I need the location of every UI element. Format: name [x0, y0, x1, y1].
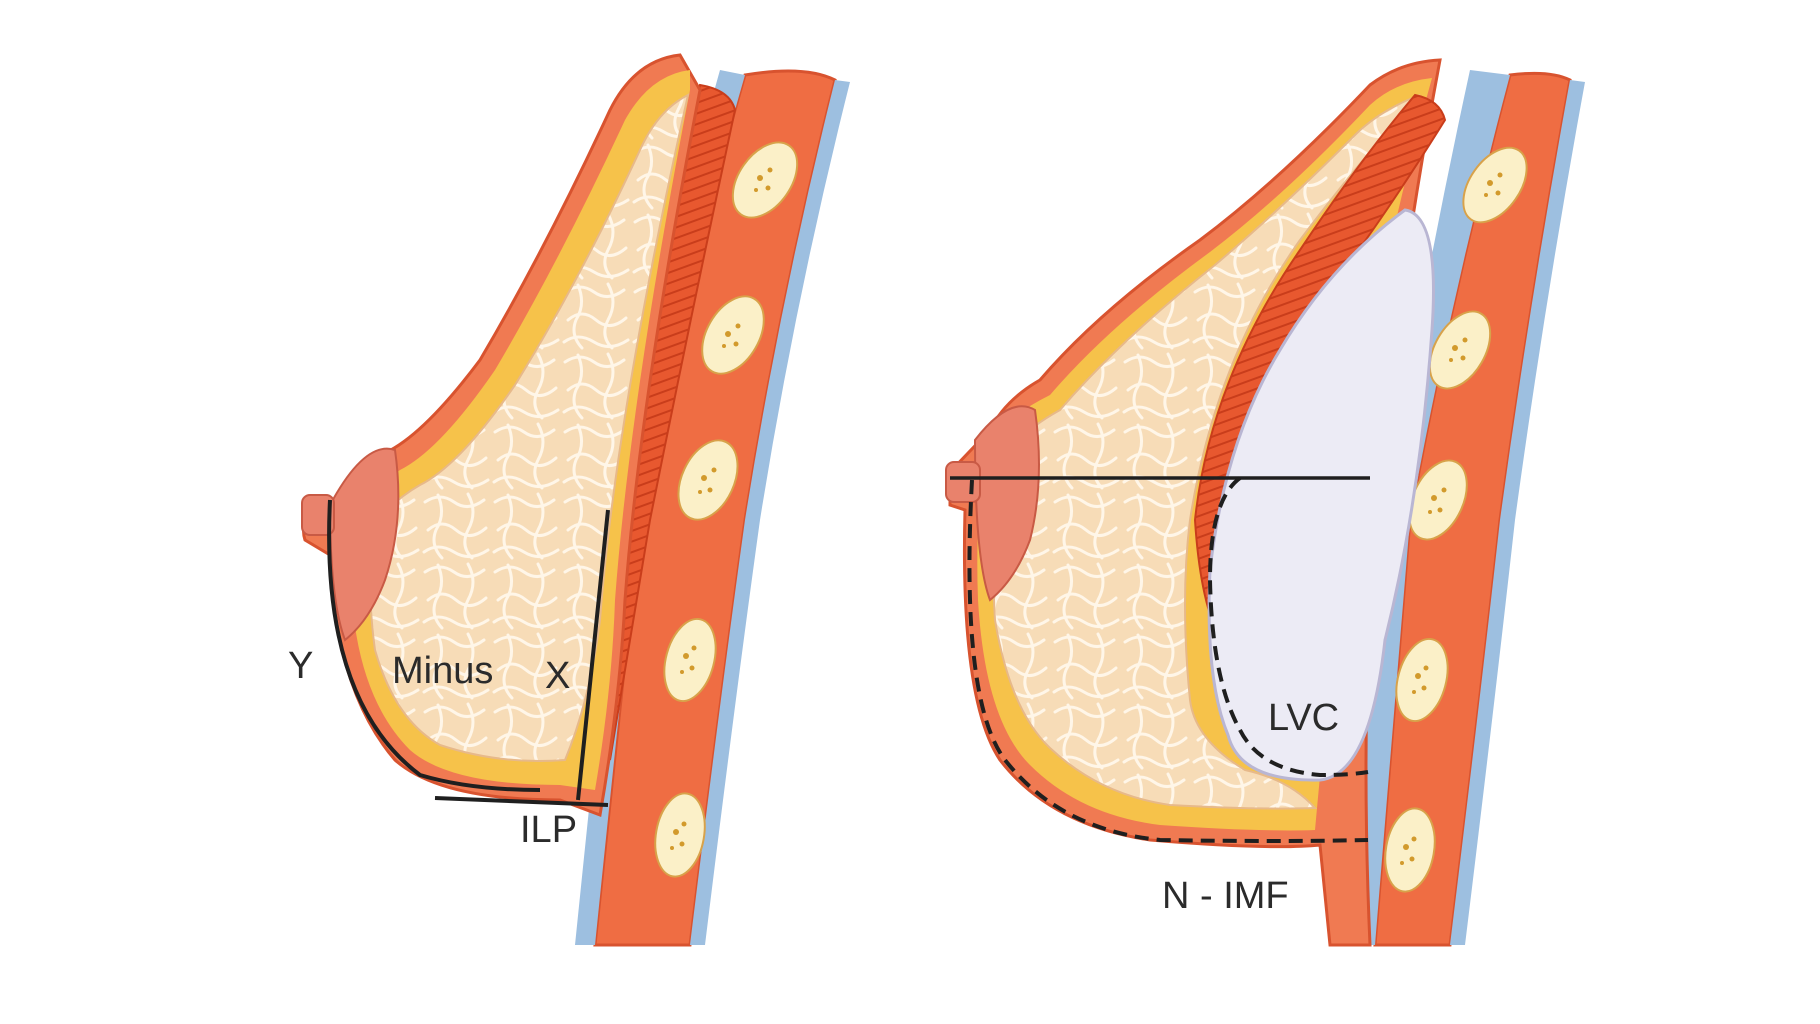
right-chest-wall-fascia — [1345, 70, 1510, 945]
left-curve-y-line — [327, 499, 541, 792]
right-implant-dashed-line — [1207, 476, 1369, 778]
rib-icon — [1384, 807, 1436, 893]
rib-icon — [654, 792, 706, 878]
rib-icon — [677, 439, 739, 521]
right-breast-gland — [992, 94, 1421, 810]
left-line-x — [576, 509, 610, 801]
rib-icon — [1428, 310, 1492, 390]
rib-icon — [701, 295, 765, 375]
left-diagram: Y Minus X ILP — [288, 53, 850, 947]
left-line-ilp — [434, 796, 609, 807]
label-x: X — [545, 655, 570, 697]
left-nipple — [301, 494, 335, 536]
left-chest-wall-fascia-outer — [690, 80, 850, 945]
right-implant — [1207, 208, 1435, 782]
label-minus: Minus — [392, 650, 493, 692]
rib-icon — [1462, 146, 1528, 224]
right-ribs — [1384, 146, 1528, 893]
label-y: Y — [288, 645, 313, 687]
label-ilp: ILP — [520, 809, 577, 851]
left-ribs — [654, 141, 799, 878]
left-areola — [328, 447, 400, 642]
right-areola — [973, 405, 1040, 602]
rib-icon — [1395, 637, 1449, 723]
right-diagram: LVC N - IMF — [945, 58, 1585, 947]
label-n-imf: N - IMF — [1162, 875, 1289, 917]
right-skin-dashed-line — [967, 479, 1369, 843]
left-chest-wall-fascia — [575, 70, 745, 945]
rib-icon — [663, 617, 717, 703]
right-chest-wall-fascia-outer — [1450, 80, 1585, 945]
left-breast-gland — [368, 93, 690, 762]
rib-icon — [731, 141, 799, 219]
label-lvc: LVC — [1268, 697, 1339, 739]
right-nipple — [945, 461, 981, 503]
